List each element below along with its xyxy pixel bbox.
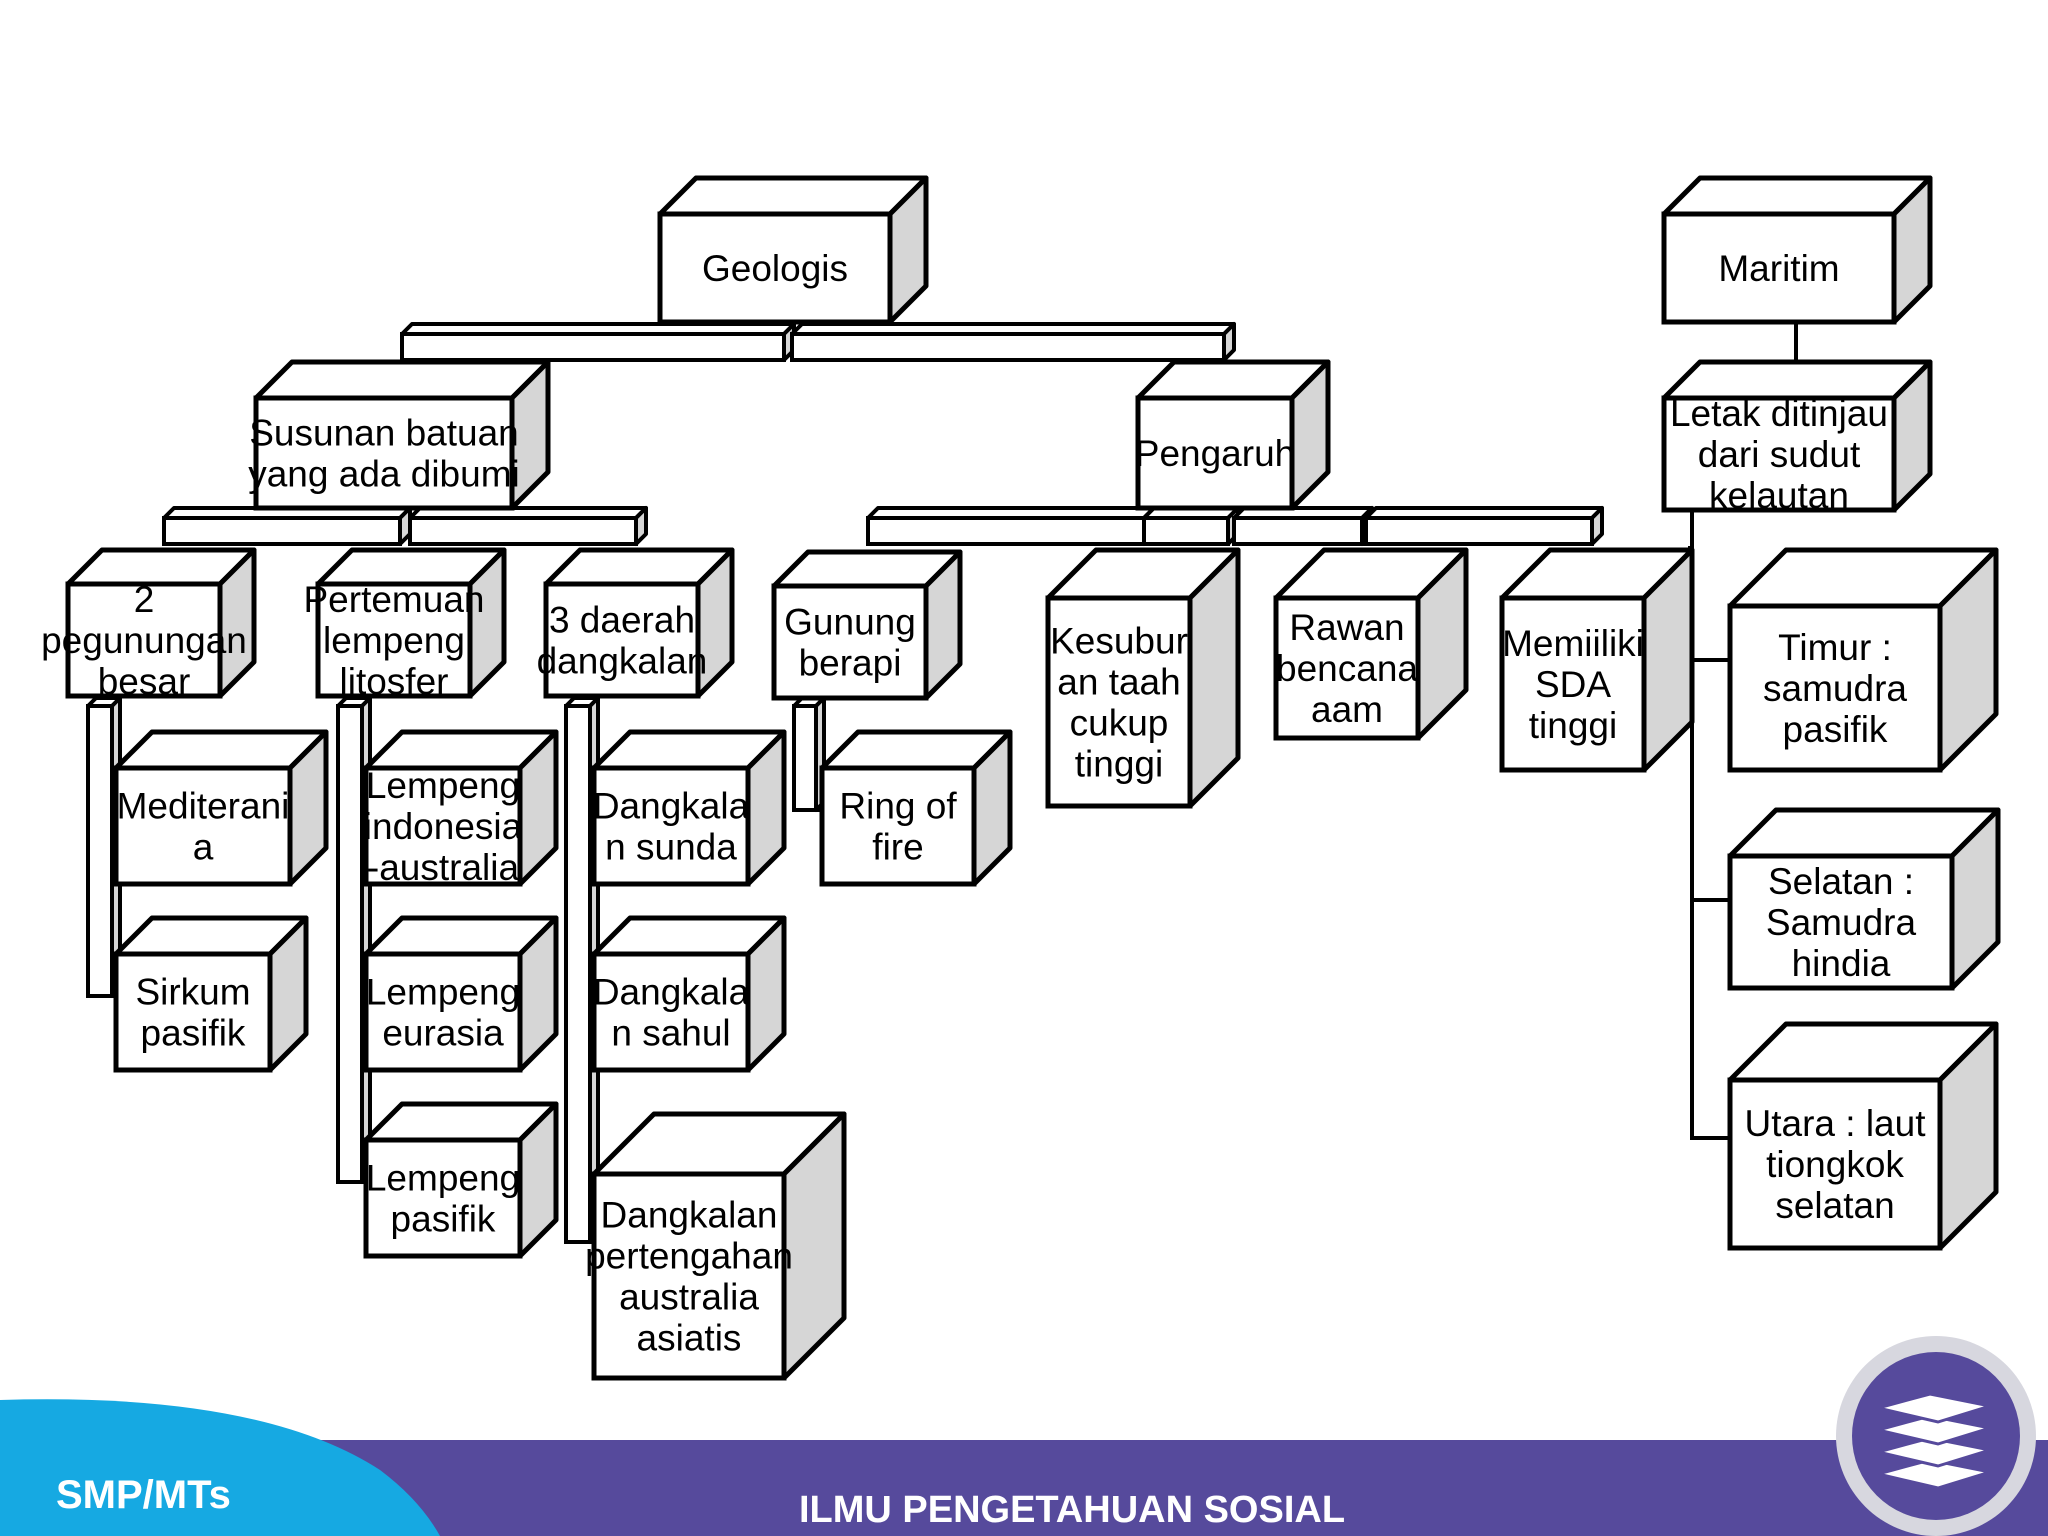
footer-accent-shape — [0, 1399, 440, 1536]
stacked-books-icon — [1836, 1336, 2036, 1536]
bracket-bar — [408, 516, 638, 546]
box-front-face — [113, 765, 293, 887]
box-front-face — [591, 951, 751, 1073]
bracket-bar — [790, 332, 1226, 362]
bracket-bar — [1364, 516, 1594, 546]
box-front-face — [591, 1171, 787, 1381]
box-front-face — [1499, 595, 1647, 773]
box-front-face — [1273, 595, 1421, 741]
box-front-face — [657, 211, 893, 325]
box-front-face — [1661, 395, 1897, 513]
box-front-face — [363, 951, 523, 1073]
box-geologis: Geologis — [657, 175, 929, 325]
box-side-face — [1187, 547, 1241, 809]
box-front-face — [315, 581, 473, 699]
box-front-face — [1661, 211, 1897, 325]
box-front-face — [363, 765, 523, 887]
footer-band-shape — [0, 1407, 2048, 1536]
bracket-bar — [792, 704, 818, 812]
box-front-face — [591, 765, 751, 887]
box-front-face — [253, 395, 515, 511]
box-front-face — [363, 1137, 523, 1259]
bracket-bar — [564, 704, 592, 1244]
bracket-bar — [86, 704, 114, 998]
footer-band: SMP/MTs ILMU PENGETAHUAN SOSIAL — [0, 1336, 2048, 1536]
box-top-face — [253, 359, 551, 401]
box-top-face — [657, 175, 929, 217]
box-front-face — [1727, 603, 1943, 773]
box-front-face — [1727, 853, 1955, 991]
box-front-face — [771, 583, 929, 701]
box-label: Maritim — [1718, 248, 1839, 289]
box-front-face — [65, 581, 223, 699]
box-pengaruh: Pengaruh — [1135, 359, 1331, 511]
subject-title: ILMU PENGETAHUAN SOSIAL — [799, 1489, 1345, 1531]
box-top-face — [1661, 175, 1933, 217]
box-label: Pengaruh — [1135, 433, 1295, 474]
box-label: Geologis — [702, 248, 848, 289]
box-front-face — [1727, 1077, 1943, 1251]
bracket-bar — [866, 516, 1146, 546]
bracket-bar — [162, 516, 402, 546]
box-maritim: Maritim — [1661, 175, 1933, 325]
bracket-bar — [1142, 516, 1230, 546]
box-front-face — [543, 581, 701, 699]
box-front-face — [113, 951, 273, 1073]
connector-lines — [86, 320, 1798, 1244]
school-level-label: SMP/MTs — [56, 1473, 231, 1517]
bracket-bar — [400, 332, 786, 362]
bracket-bar — [1232, 516, 1364, 546]
bracket-bar — [336, 704, 364, 1184]
box-front-face — [1135, 395, 1295, 511]
box-front-face — [1045, 595, 1193, 809]
box-front-face — [819, 765, 977, 887]
